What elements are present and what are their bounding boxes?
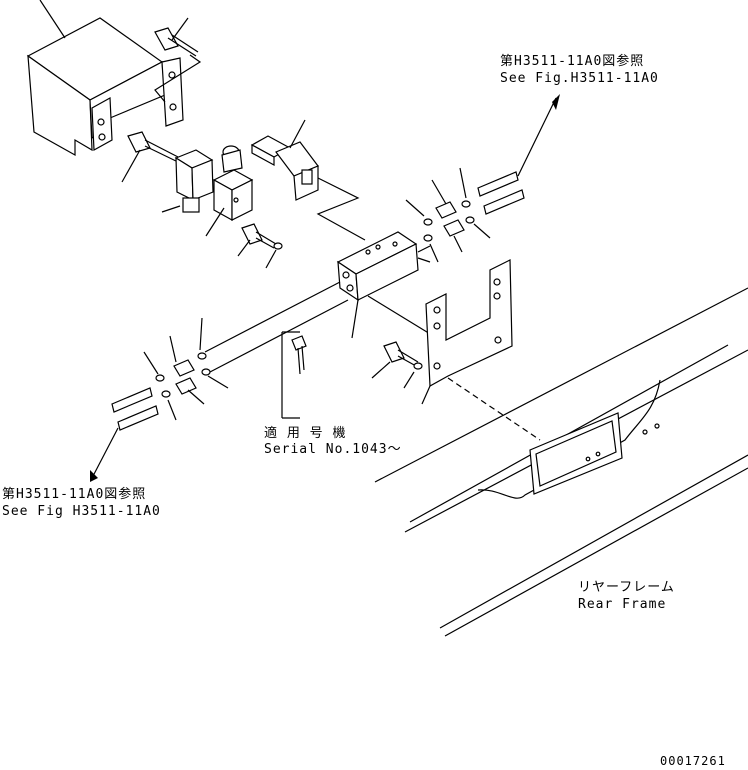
rear-frame	[374, 287, 748, 637]
left-fittings	[90, 317, 229, 482]
serial-bracket	[281, 331, 307, 419]
ref-label-top-jp: 第H3511-11A0図参照	[500, 54, 645, 69]
mounting-bracket	[421, 259, 541, 441]
ref-label-top-en: See Fig.H3511-11A0	[500, 71, 659, 86]
serial-label-en: Serial No.1043～	[264, 442, 402, 457]
rear-frame-label-en: Rear Frame	[578, 597, 667, 612]
bolt-center	[237, 223, 283, 269]
solenoid-valve-1	[161, 149, 214, 213]
frame-opening	[529, 412, 623, 495]
pressure-switch	[250, 119, 366, 241]
right-fittings	[405, 94, 560, 263]
ref-label-left-en: See Fig H3511-11A0	[2, 504, 161, 519]
cover-part	[26, 0, 184, 157]
solenoid-valve-2	[205, 145, 254, 237]
serial-label-jp: 適 用 号 機	[264, 426, 347, 441]
rear-frame-label-jp: リヤーフレーム	[578, 580, 675, 595]
drawing-number: 00017261	[660, 754, 726, 768]
valve-manifold-block	[204, 231, 441, 373]
bolt-left	[121, 131, 181, 183]
ref-label-left-jp: 第H3511-11A0図参照	[2, 487, 147, 502]
bolt-bracket	[371, 341, 423, 389]
bolt-top	[154, 17, 202, 103]
